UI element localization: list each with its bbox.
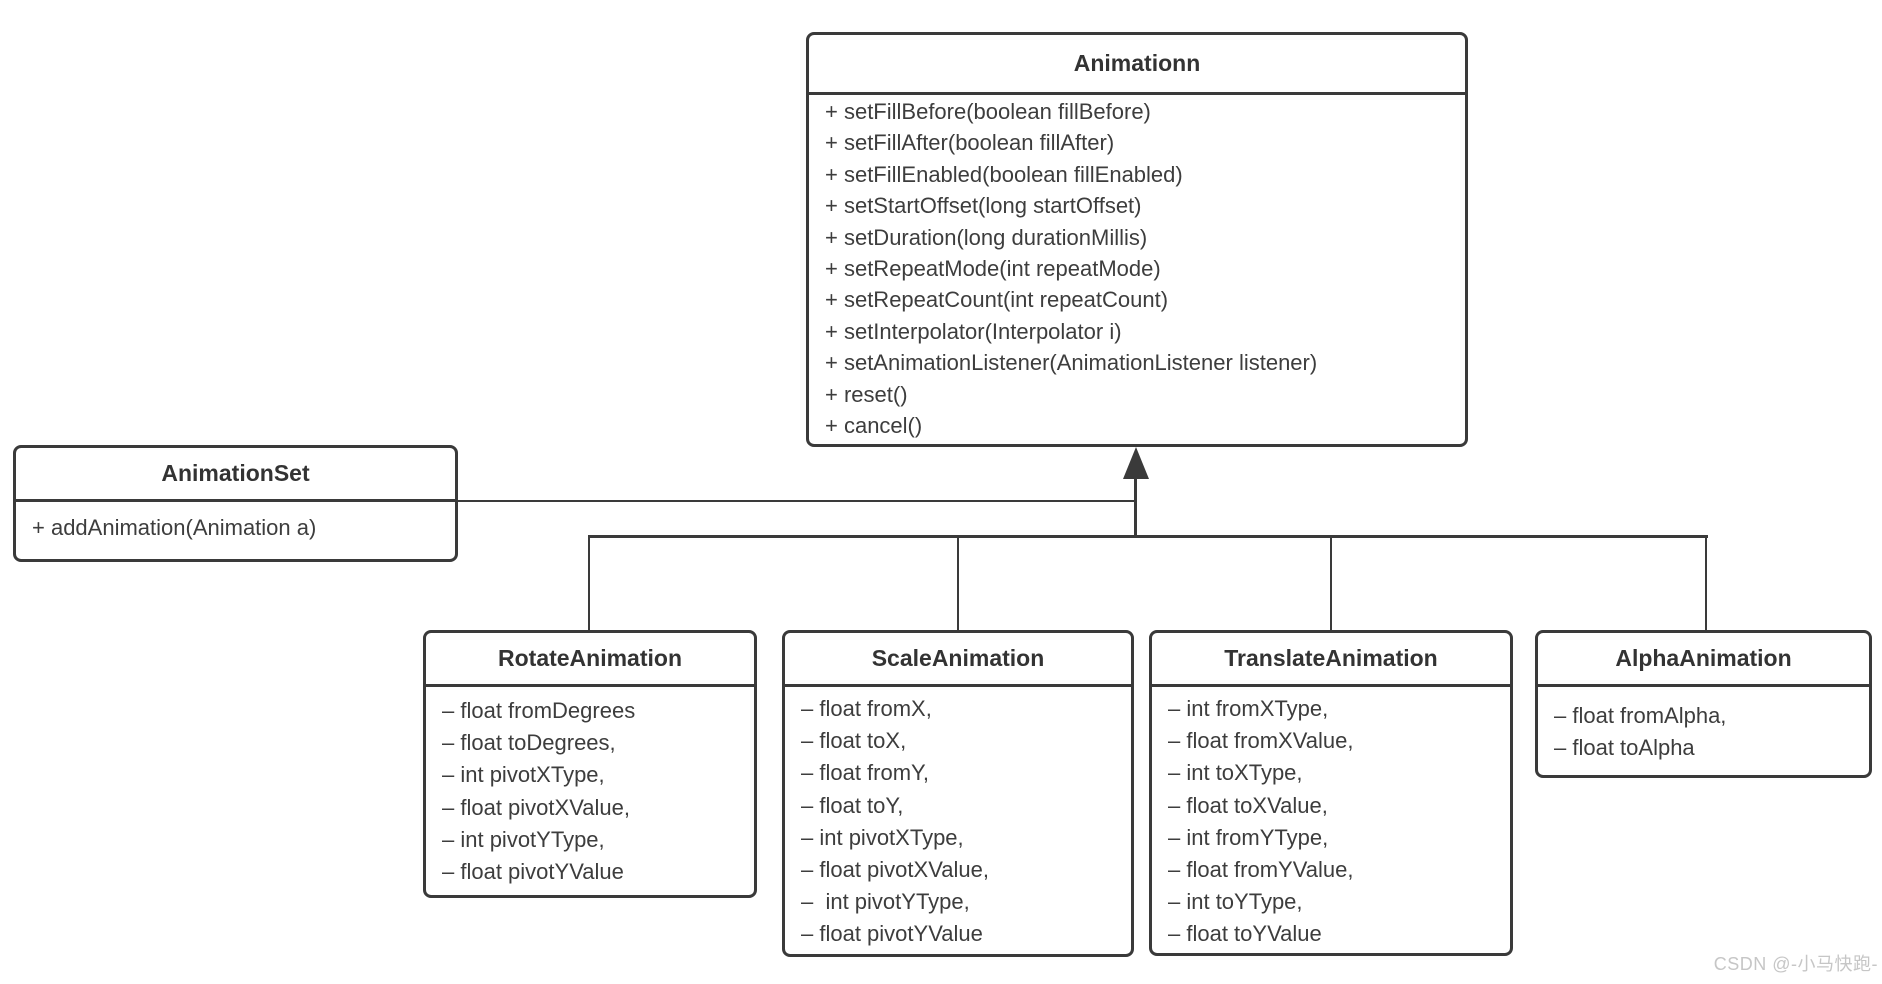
class-box-alphaanimation: AlphaAnimation – float fromAlpha,– float…	[1535, 630, 1872, 778]
class-member-list: – float fromX, – float toX, – float fromY,…	[785, 687, 1131, 951]
class-title-animationset: AnimationSet	[16, 448, 455, 502]
class-member: + setFillEnabled(boolean fillEnabled)	[825, 161, 1183, 187]
class-box-animationset: AnimationSet + addAnimation(Animation a)	[13, 445, 458, 562]
class-member: – float pivotYValue	[442, 859, 624, 885]
class-member: – float fromY,	[801, 760, 929, 786]
class-member: – float fromX,	[801, 696, 932, 721]
class-member: – float toAlpha	[1554, 735, 1695, 761]
class-box-translateanimation: TranslateAnimation – int fromXType, – flo…	[1149, 630, 1513, 956]
class-member: – int fromYType,	[1168, 824, 1329, 850]
class-title-translateanimation: TranslateAnimation	[1152, 633, 1510, 687]
class-title-scaleanimation: ScaleAnimation	[785, 633, 1131, 687]
class-box-scaleanimation: ScaleAnimation – float fromX, – float toX…	[782, 630, 1134, 957]
class-member: – int pivotXType,	[801, 824, 964, 850]
class-member: – float pivotXValue,	[801, 857, 989, 883]
class-member: – int pivotXType,	[442, 762, 605, 788]
connector-horizontal-bus	[588, 535, 1708, 538]
watermark: CSDN @-小马快跑-	[1713, 954, 1878, 974]
class-member: – int fromXType,	[1168, 696, 1329, 721]
class-title-animationn: Animationn	[809, 35, 1465, 95]
connector-drop-rotateanimation	[588, 537, 590, 630]
class-member: + cancel()	[825, 413, 923, 439]
class-member: + setRepeatCount(int repeatCount)	[825, 287, 1169, 313]
connector-arrow-stem	[1134, 476, 1137, 538]
class-member: + setFillAfter(boolean fillAfter)	[825, 130, 1115, 156]
class-member: – int toYType,	[1168, 889, 1303, 915]
class-member: – int pivotYType,	[442, 826, 605, 852]
connector-drop-alphaanimation	[1705, 537, 1707, 630]
class-member: + addAnimation(Animation a)	[32, 515, 317, 540]
class-member: – float toDegrees,	[442, 730, 616, 756]
connector-animationset-line	[458, 500, 1137, 502]
class-member: – float toXValue,	[1168, 792, 1328, 818]
class-member: – float fromXValue,	[1168, 728, 1354, 754]
class-box-rotateanimation: RotateAnimation – float fromDegrees– flo…	[423, 630, 757, 898]
class-member: – float toYValue	[1168, 921, 1322, 947]
class-member: + setFillBefore(boolean fillBefore)	[825, 99, 1151, 124]
class-member: – int pivotYType,	[801, 889, 970, 915]
class-member-list: + addAnimation(Animation a)	[16, 502, 455, 544]
class-member: + setRepeatMode(int repeatMode)	[825, 256, 1161, 282]
class-title-alphaanimation: AlphaAnimation	[1538, 633, 1869, 687]
class-member-list: + setFillBefore(boolean fillBefore) + set…	[809, 95, 1465, 441]
class-box-animationn: Animationn + setFillBefore(boolean fillB…	[806, 32, 1468, 447]
inheritance-arrow-icon	[1123, 447, 1149, 479]
class-member: + setAnimationListener(AnimationListener…	[825, 350, 1318, 376]
connector-drop-translateanimation	[1330, 537, 1332, 630]
class-member: + setDuration(long durationMillis)	[825, 224, 1148, 250]
class-member: – float fromYValue,	[1168, 857, 1354, 883]
class-member: – float pivotXValue,	[442, 794, 630, 820]
class-member: + setStartOffset(long startOffset)	[825, 193, 1142, 219]
class-member: – float toX,	[801, 728, 907, 754]
connector-drop-scaleanimation	[957, 537, 959, 630]
class-member: – float pivotYValue	[801, 921, 983, 947]
class-member: – int toXType,	[1168, 760, 1303, 786]
class-member: + setInterpolator(Interpolator i)	[825, 318, 1122, 344]
class-member: – float fromDegrees	[442, 698, 636, 723]
class-member: – float toY,	[801, 792, 904, 818]
class-member: – float fromAlpha,	[1554, 703, 1727, 728]
class-member-list: – float fromAlpha, – float toAlpha	[1538, 687, 1869, 764]
class-title-rotateanimation: RotateAnimation	[426, 633, 754, 687]
class-member: + reset()	[825, 381, 908, 407]
class-member-list: – float fromDegrees – float toDegrees, – i…	[426, 687, 754, 888]
class-member-list: – int fromXType, – float fromXValue, – int…	[1152, 687, 1510, 951]
